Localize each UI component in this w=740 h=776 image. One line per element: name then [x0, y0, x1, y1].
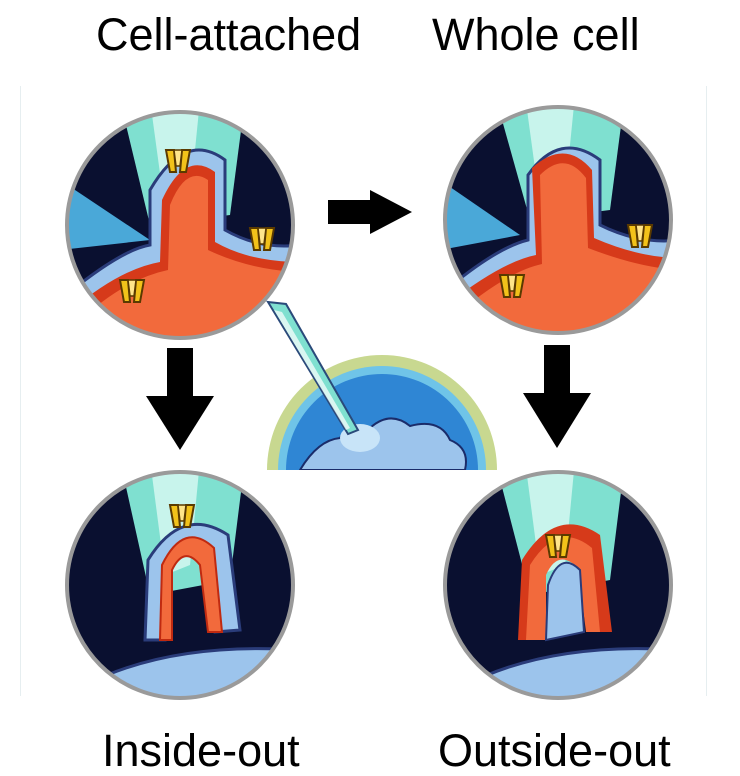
arrow-down-icon	[523, 345, 591, 448]
arrow-right-icon	[328, 190, 412, 234]
whole-cell-panel	[440, 95, 680, 340]
arrow-down-icon	[146, 348, 214, 450]
cell-attached-panel	[60, 100, 300, 345]
inside-out-panel	[60, 460, 300, 705]
outside-out-panel	[440, 460, 680, 705]
